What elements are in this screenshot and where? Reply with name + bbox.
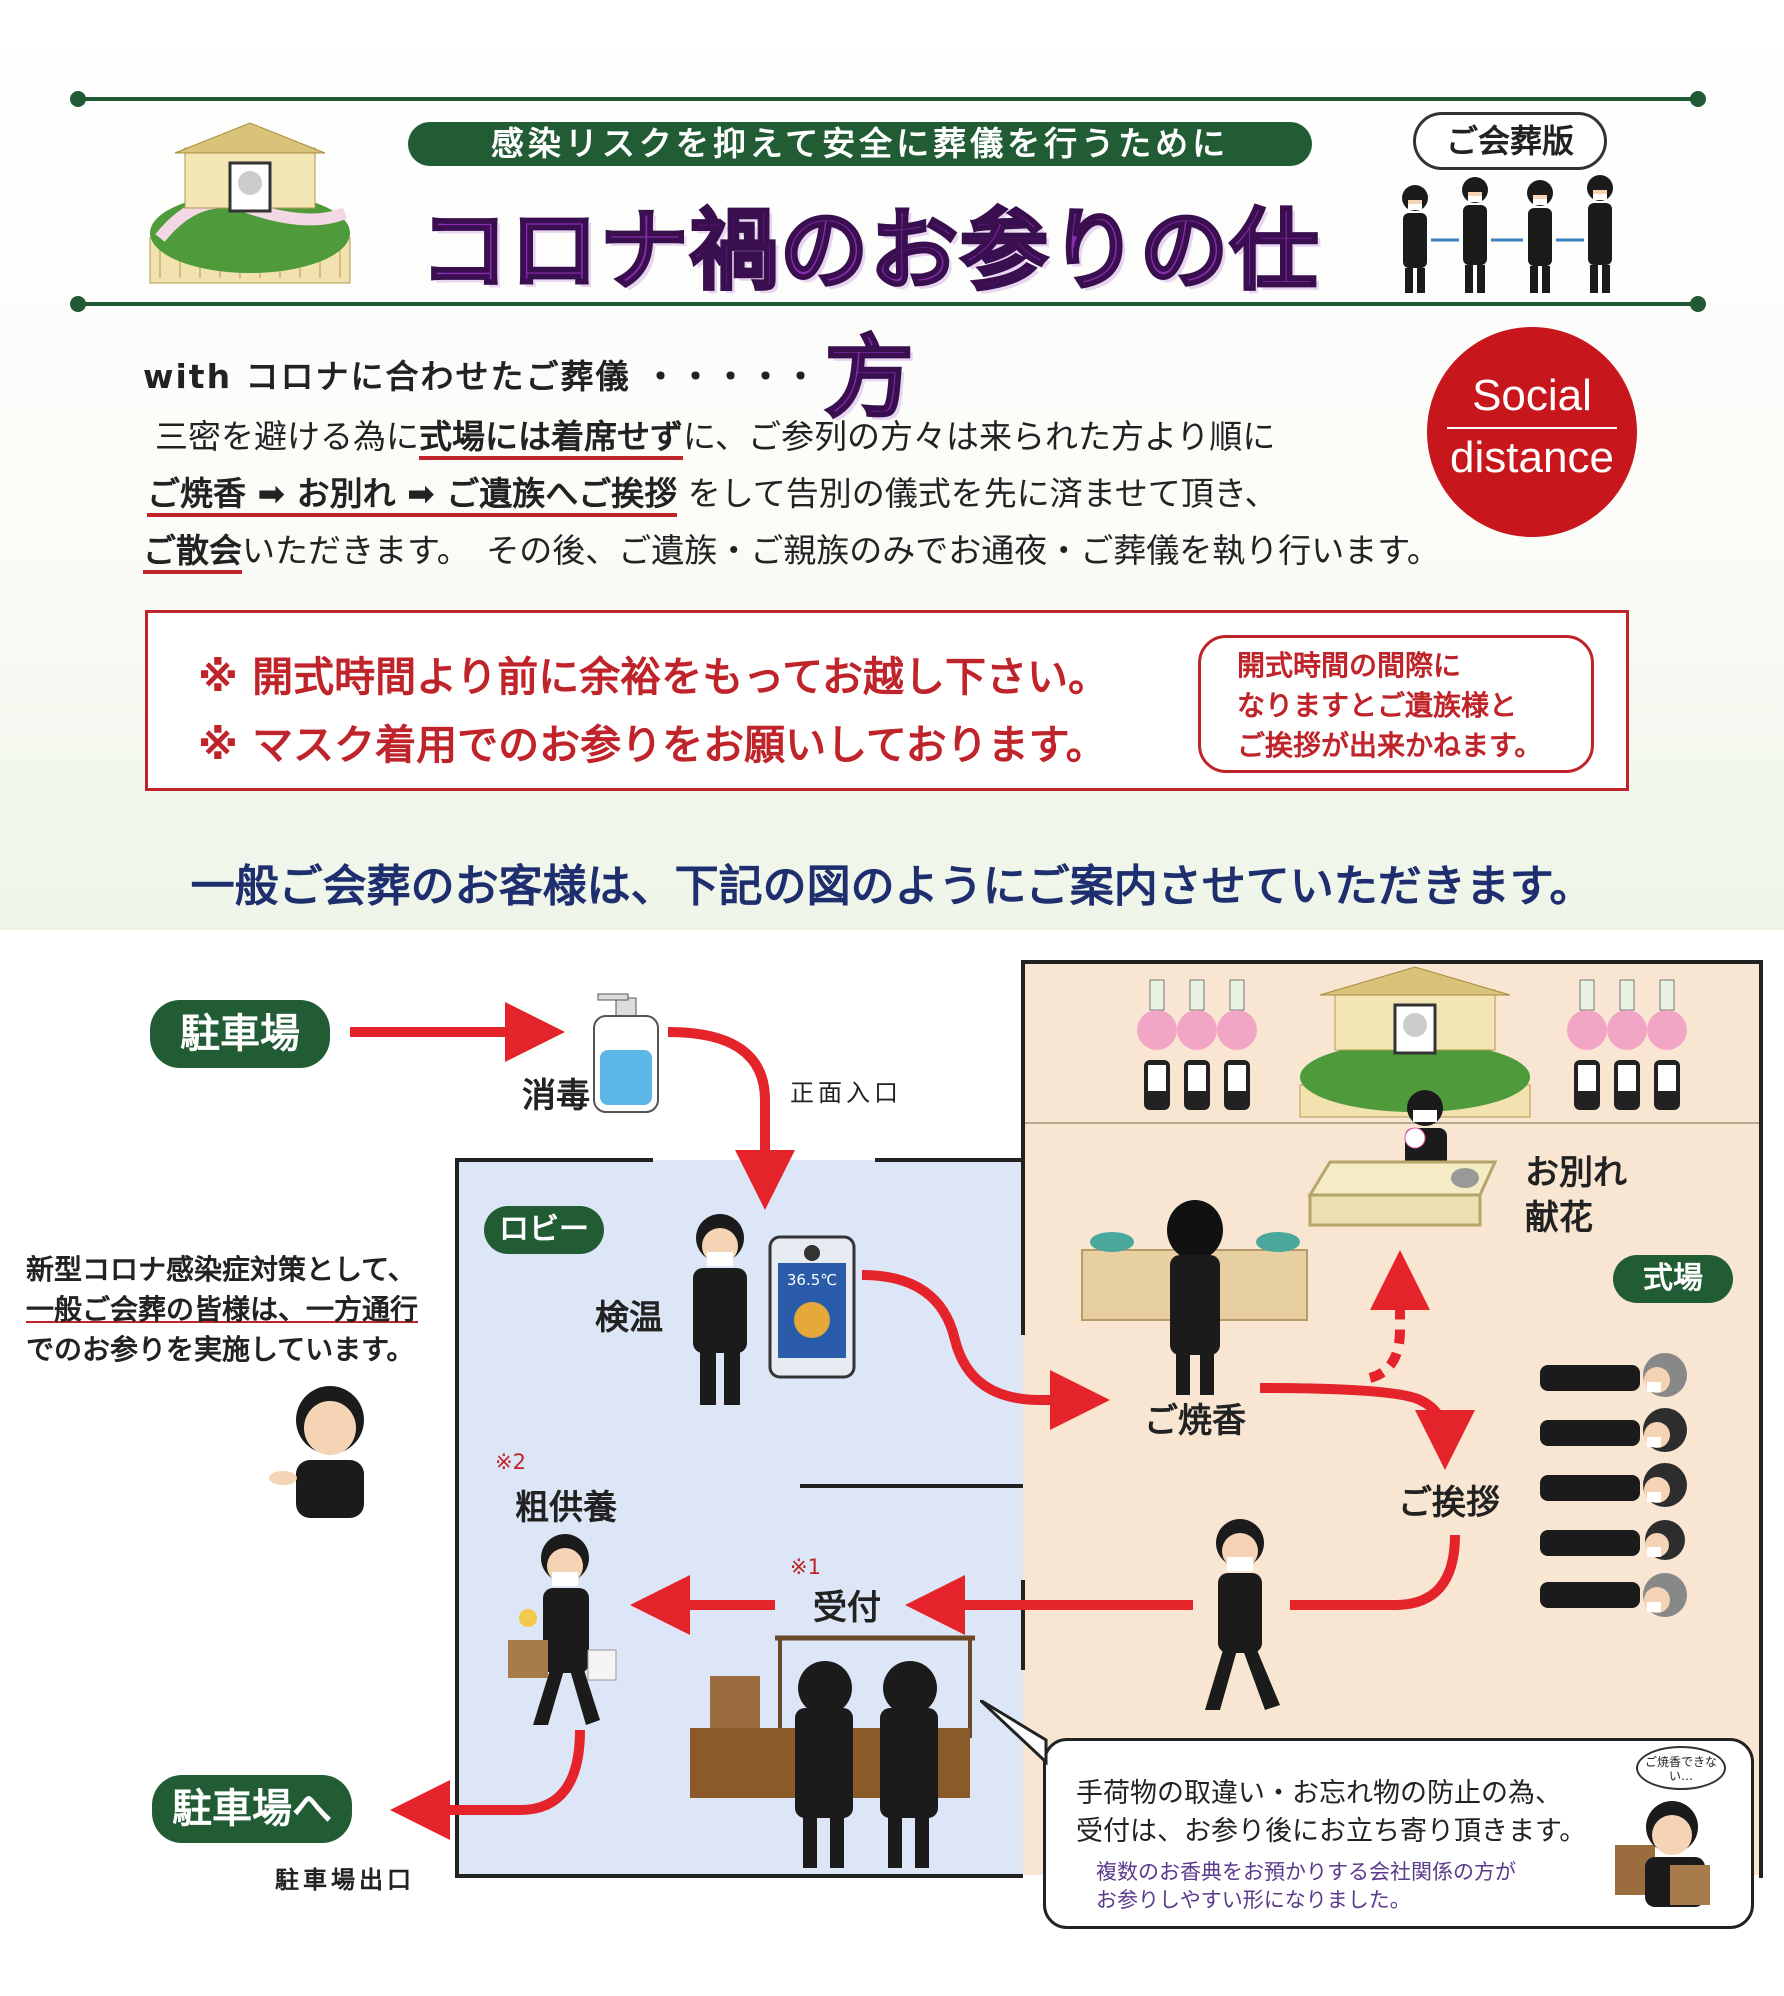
notice-bubble: 開式時間の間際に なりますとご遺族様と ご挨拶が出来かねます。 bbox=[1198, 635, 1594, 773]
funeral-altar-illustration bbox=[1137, 966, 1687, 1118]
header-subtitle: 感染リスクを抑えて安全に葬儀を行うために bbox=[408, 122, 1312, 166]
intro-line-1-pre: 三密を避ける為に bbox=[155, 417, 419, 456]
worried-person-illustration bbox=[1615, 1801, 1710, 1907]
thought-bubble: ご焼香できない… bbox=[1636, 1746, 1726, 1790]
lobby-label: ロビー bbox=[484, 1206, 604, 1254]
lobby-wall-top-left bbox=[455, 1158, 653, 1162]
flowers-label: 献花 bbox=[1525, 1198, 1593, 1238]
disinfect-label: 消毒 bbox=[522, 1076, 590, 1116]
temperature-staff-illustration bbox=[693, 1214, 747, 1405]
social-badge-line-1: Social bbox=[1472, 371, 1592, 420]
notice-bubble-line: 開式時間の間際に bbox=[1237, 649, 1462, 682]
intro-line-2: ご焼香 ➡ お別れ ➡ ご遺族へご挨拶 をして告別の儀式を先に済ませて頂き、 bbox=[147, 467, 1278, 517]
sanitizer-bottle-icon bbox=[593, 993, 659, 1113]
social-badge-line-2: distance bbox=[1450, 433, 1614, 482]
one-way-note-line: でのお参りを実施しています。 bbox=[26, 1333, 415, 1366]
intro-line-1: 三密を避ける為に式場には着席せずに、ご参列の方々は来られた方より順に bbox=[155, 410, 1276, 460]
arrow-disinfect-to-entrance bbox=[667, 1027, 795, 1210]
reception-speech-bubble: 手荷物の取違い・お忘れ物の防止の為、 受付は、お参り後にお立ち寄り頂きます。 複… bbox=[1043, 1738, 1754, 1929]
rule-dot bbox=[1690, 91, 1706, 107]
intro-line-3-emphasis: ご散会 bbox=[143, 531, 242, 574]
incense-label: ご焼香 bbox=[1144, 1401, 1246, 1441]
intro-line-3-post: いただきます。 その後、ご遺族・ご親族のみでお通夜・ご葬儀を執り行います。 bbox=[242, 531, 1440, 570]
distanced-people-illustration bbox=[1402, 175, 1613, 293]
thermometer-device: 36.5℃ bbox=[768, 1235, 856, 1379]
one-way-note-line: 新型コロナ感染症対策として、 bbox=[26, 1253, 416, 1286]
one-way-note: 新型コロナ感染症対策として、 一般ご会葬の皆様は、一方通行 でのお参りを実施して… bbox=[26, 1250, 418, 1370]
flow-arrows bbox=[350, 1002, 1475, 1840]
gift-receiving-person-illustration bbox=[508, 1534, 617, 1725]
hall-wall-top bbox=[1021, 960, 1763, 964]
parking-label: 駐車場 bbox=[150, 1000, 330, 1068]
notice-line-1: ※ 開式時間より前に余裕をもってお越し下さい。 bbox=[198, 653, 1110, 701]
lobby-partition bbox=[800, 1484, 1023, 1488]
guide-staff-illustration bbox=[269, 1386, 364, 1518]
speech-line-3: 複数のお香典をお預かりする会社関係の方が bbox=[1096, 1860, 1516, 1884]
arrow-incense-to-farewell bbox=[1368, 1250, 1430, 1383]
front-entrance-label: 正面入口 bbox=[790, 1079, 902, 1107]
altar-platform-line bbox=[1025, 1122, 1759, 1124]
greeting-label: ご挨拶 bbox=[1398, 1483, 1500, 1523]
page-title: コロナ禍のお参りの仕方 bbox=[418, 198, 1320, 431]
walking-person-illustration bbox=[1205, 1519, 1280, 1710]
gift-label: 粗供養 bbox=[515, 1488, 617, 1528]
guide-text: 一般ご会葬のお客様は、下記の図のようにご案内させていただきます。 bbox=[190, 861, 1594, 912]
social-badge-divider bbox=[1447, 427, 1617, 429]
hall-wall-left-upper bbox=[1021, 960, 1025, 1335]
speech-line-4: お参りしやすい形になりました。 bbox=[1096, 1888, 1411, 1912]
gift-note: ※2 bbox=[495, 1450, 526, 1474]
reception-note: ※1 bbox=[790, 1555, 821, 1579]
parking-exit-label: 駐車場出口 bbox=[275, 1866, 415, 1894]
incense-table-illustration bbox=[1081, 1200, 1308, 1395]
rule-dot bbox=[1690, 296, 1706, 312]
speech-line-2: 受付は、お参り後にお立ち寄り頂きます。 bbox=[1076, 1816, 1587, 1847]
intro-line-2-emphasis: ご焼香 ➡ お別れ ➡ ご遺族へご挨拶 bbox=[147, 474, 678, 517]
intro-heading: with コロナに合わせたご葬儀 ・・・・・ bbox=[143, 357, 820, 396]
lobby-wall-bottom bbox=[455, 1874, 1023, 1878]
hall-wall-right bbox=[1759, 960, 1763, 1878]
speech-bubble-tail bbox=[980, 1700, 1048, 1766]
arrow-temperature-to-incense bbox=[861, 1270, 1110, 1430]
reception-label: 受付 bbox=[813, 1588, 881, 1628]
one-way-note-line: 一般ご会葬の皆様は、一方通行 bbox=[26, 1293, 419, 1326]
hall-wall-left-lower bbox=[1021, 1580, 1025, 1670]
arrow-greeting-to-exit bbox=[1290, 1534, 1460, 1610]
edition-badge: ご会葬版 bbox=[1413, 112, 1607, 170]
intro-line-3: ご散会いただきます。 その後、ご遺族・ご親族のみでお通夜・ご葬儀を執り行います。 bbox=[143, 524, 1440, 574]
intro-line-1-post: に、ご参列の方々は来られた方より順に bbox=[683, 417, 1276, 456]
rule-dot bbox=[70, 91, 86, 107]
rule-dot bbox=[70, 296, 86, 312]
temperature-label: 検温 bbox=[595, 1298, 663, 1338]
notice-line-2: ※ マスク着用でのお参りをお願いしております。 bbox=[198, 721, 1107, 769]
lobby-wall-top-right bbox=[875, 1158, 1025, 1162]
farewell-label: お別れ bbox=[1525, 1153, 1627, 1193]
notice-box: ※ 開式時間より前に余裕をもってお越し下さい。 ※ マスク着用でのお参りをお願い… bbox=[145, 610, 1629, 791]
bottom-rule bbox=[78, 302, 1700, 306]
hall-label: 式場 bbox=[1613, 1255, 1733, 1303]
arrow-incense-to-greeting bbox=[1259, 1383, 1475, 1470]
notice-bubble-line: ご挨拶が出来かねます。 bbox=[1237, 729, 1543, 762]
thermometer-reading: 36.5℃ bbox=[787, 1271, 837, 1289]
top-rule bbox=[78, 97, 1700, 101]
arrow-gift-to-parking bbox=[390, 1729, 585, 1840]
altar-illustration bbox=[149, 122, 351, 284]
coffin-illustration bbox=[1307, 1090, 1498, 1227]
notice-bubble-line: なりますとご遺族様と bbox=[1237, 689, 1518, 722]
intro-line-1-emphasis: 式場には着席せず bbox=[419, 417, 683, 460]
intro-line-2-post: をして告別の儀式を先に済ませて頂き、 bbox=[687, 474, 1278, 513]
lobby-wall-left bbox=[455, 1158, 459, 1878]
speech-line-1: 手荷物の取違い・お忘れ物の防止の為、 bbox=[1076, 1778, 1562, 1809]
social-distance-badge: Social distance bbox=[1427, 327, 1637, 537]
to-parking-label: 駐車場へ bbox=[152, 1775, 352, 1843]
bereaved-family-illustration bbox=[1540, 1353, 1687, 1617]
reception-desk-illustration bbox=[690, 1635, 975, 1868]
